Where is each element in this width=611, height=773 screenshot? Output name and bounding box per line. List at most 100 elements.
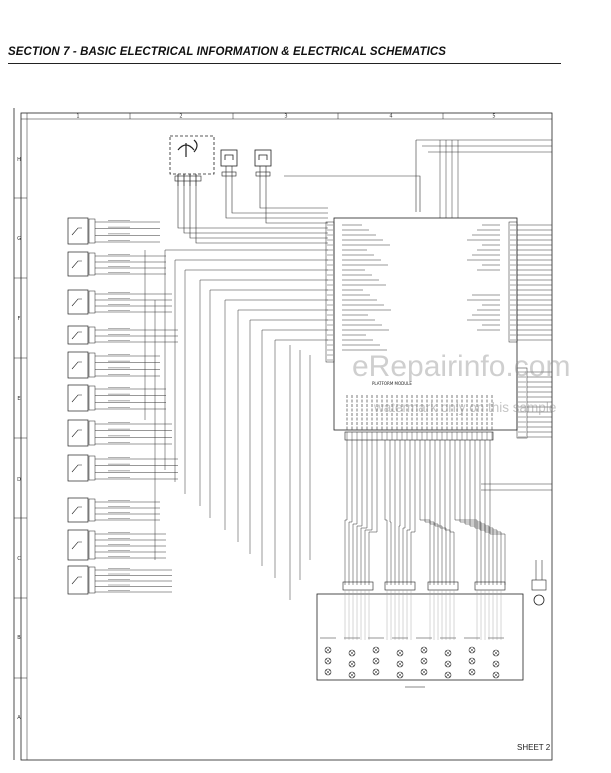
harness-wire: [402, 440, 406, 585]
lamp-cross: [469, 669, 475, 675]
indicator-lamp: [444, 660, 452, 668]
indicator-lamp: [372, 668, 380, 676]
harness-wire: [348, 440, 353, 585]
row-marker: F: [18, 316, 21, 322]
switch-contact: [71, 361, 82, 370]
indicator-lamp: [348, 649, 356, 657]
switch-connector: [88, 530, 96, 560]
module-pins-bottom: [346, 395, 493, 430]
lamp-cross: [445, 672, 451, 678]
switch-contact: [71, 576, 82, 585]
lamp-cross: [397, 650, 403, 656]
row-marker: D: [17, 477, 21, 483]
lamp-connector: [342, 581, 374, 591]
switch-contact: [71, 298, 82, 307]
watermark-note: watermark only on this sample: [374, 400, 557, 415]
harness-wire: [429, 440, 439, 585]
switch-contact: [71, 394, 82, 403]
row-marker: A: [17, 715, 21, 721]
indicator-lamp: [420, 646, 428, 654]
bottom-harness-wires: [344, 440, 506, 585]
module-pins-right: [510, 224, 526, 438]
lamp-cross: [373, 669, 379, 675]
column-marker: 5: [492, 114, 495, 120]
lamp-cross: [349, 650, 355, 656]
harness-wire: [449, 440, 455, 585]
module-pins-left: [327, 224, 333, 361]
switch-connector: [88, 455, 96, 481]
harness-wire: [454, 440, 478, 585]
column-marker: 4: [389, 114, 392, 120]
lamp-cross: [325, 669, 331, 675]
switch-component: [67, 289, 89, 315]
lamp-cross: [469, 658, 475, 664]
harness-wire: [434, 440, 443, 585]
lamp-cross: [445, 661, 451, 667]
row-marker: G: [17, 236, 21, 242]
switch-connector: [88, 252, 96, 276]
indicator-lamp: [396, 660, 404, 668]
ground-connector: [531, 560, 547, 606]
drawing-frame: [20, 112, 553, 761]
switch-contact: [71, 260, 82, 269]
indicator-lamp: [492, 649, 500, 657]
switch-component: [67, 529, 89, 561]
lamp-cross: [349, 661, 355, 667]
indicator-lamp: [468, 646, 476, 654]
switch-connector: [88, 326, 96, 344]
lamp-cross: [493, 661, 499, 667]
harness-wire: [406, 440, 411, 585]
watermark-site: eRepairinfo.com: [352, 350, 571, 383]
lamp-cross: [469, 647, 475, 653]
header-rule: [8, 63, 561, 64]
indicator-lamp: [468, 668, 476, 676]
switch-contact: [71, 541, 82, 550]
lamp-cross: [493, 650, 499, 656]
switch-component: [67, 565, 89, 595]
switch-connector: [88, 385, 96, 411]
switch-contact: [71, 506, 82, 515]
switch-connector: [88, 218, 96, 244]
row-marker: C: [17, 556, 21, 562]
switch-component: [67, 384, 89, 412]
switch-component: [67, 325, 89, 345]
lamp-cross: [373, 658, 379, 664]
platform-module: PLATFORM MODULE: [325, 217, 528, 439]
right-wire-stubs: [439, 140, 552, 438]
lamp-cross: [397, 661, 403, 667]
harness-wire: [424, 440, 435, 585]
row-marker: H: [17, 157, 21, 163]
bus-wire: [199, 279, 328, 506]
indicator-lamp: [324, 668, 332, 676]
indicator-lamp: [444, 649, 452, 657]
harness-wire: [344, 440, 348, 585]
indicator-lamp: [396, 649, 404, 657]
module-label: PLATFORM MODULE: [372, 381, 412, 386]
column-marker: 2: [179, 114, 182, 120]
harness-wire: [479, 440, 498, 585]
lamp-cross: [325, 658, 331, 664]
bus-wire: [209, 289, 328, 518]
indicator-lamp: [468, 657, 476, 665]
column-marker: 1: [76, 114, 79, 120]
indicator-lamp: [420, 657, 428, 665]
module-pin-descriptions-right: [467, 224, 500, 331]
lamp-connector: [384, 581, 416, 591]
switch-contact: [71, 331, 82, 340]
switch-contact: [71, 464, 82, 473]
sheet-number: SHEET 2: [517, 743, 551, 752]
lamp-connector: [474, 581, 506, 591]
bus-wire: [261, 329, 328, 566]
bus-wire: [224, 299, 328, 530]
indicator-lamp: [492, 660, 500, 668]
left-wires: [95, 220, 328, 600]
bus-wire: [164, 249, 328, 470]
indicator-lamp: [348, 660, 356, 668]
switch-contact: [71, 429, 82, 438]
bottom-connector-strip: [344, 431, 494, 441]
lamp-cross: [421, 669, 427, 675]
switch-connector: [88, 498, 96, 522]
switch-connector: [88, 290, 96, 314]
